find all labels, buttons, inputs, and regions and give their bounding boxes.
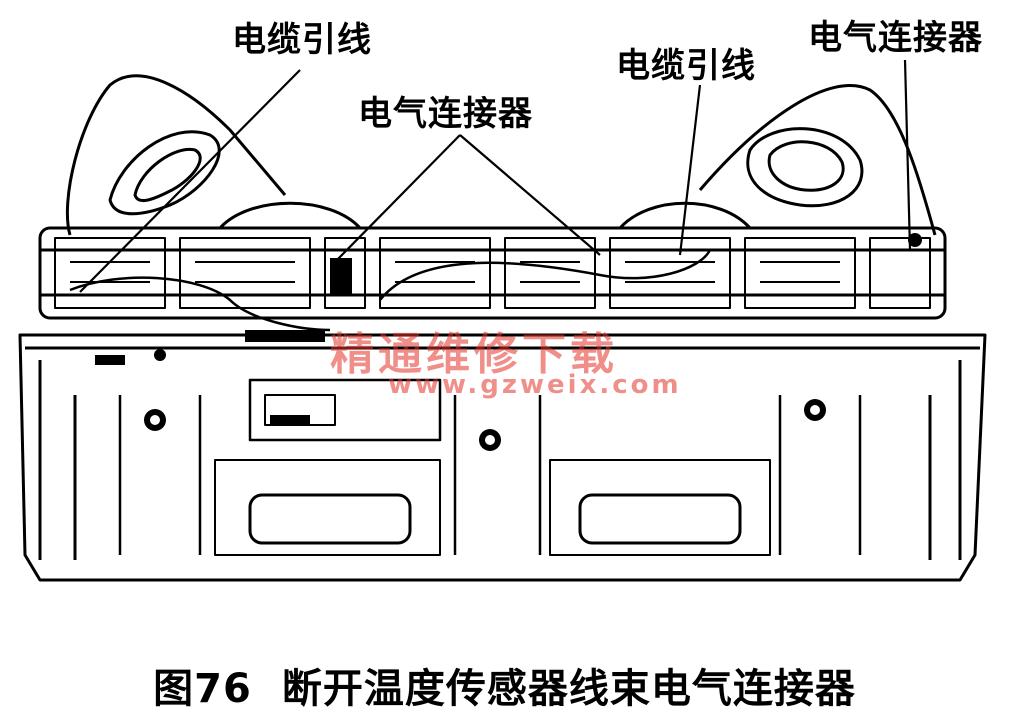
- connector-blocks: [54, 237, 931, 309]
- leader-connector-right: [903, 59, 912, 251]
- watermark-text: 精通维修下载: [330, 329, 618, 380]
- mounting-ribs: [118, 395, 862, 555]
- leader-cable-left: [79, 69, 301, 293]
- watermark-url: www.gzweix.com: [388, 370, 682, 400]
- right-lower-window: [578, 493, 742, 545]
- connector-row-band: [38, 226, 947, 320]
- leader-connector-center-a: [334, 134, 461, 263]
- label-connector-right: 电气连接器: [808, 18, 983, 58]
- figure-number: 图76: [153, 666, 252, 712]
- left-upper-housing: [65, 74, 287, 236]
- left-lower-window: [248, 493, 412, 545]
- lower-housing-rib-left: [38, 360, 77, 560]
- leader-cable-right: [678, 84, 702, 256]
- lower-housing-rib-right: [928, 360, 962, 560]
- leader-lines: [79, 59, 912, 293]
- dark-components: [95, 258, 352, 425]
- left-oval-port-inner: [133, 147, 202, 203]
- leader-connector-center-b: [459, 134, 601, 256]
- caption-text: 断开温度传感器线束电气连接器: [281, 666, 856, 712]
- left-oval-port-outer: [108, 130, 221, 216]
- lower-housing-outline: [18, 333, 987, 582]
- center-control-module: [248, 378, 442, 442]
- right-oval-port-inner: [767, 140, 845, 192]
- label-connector-center: 电气连接器: [358, 94, 533, 134]
- cable-harness-right: [379, 249, 712, 301]
- cable-harness-left: [69, 276, 331, 332]
- figure-caption: 图76 断开温度传感器线束电气连接器: [0, 656, 1009, 714]
- right-oval-port-outer: [746, 127, 864, 208]
- label-cable-lead-right: 电缆引线: [616, 46, 756, 86]
- label-cable-lead-left: 电缆引线: [232, 20, 372, 60]
- right-upper-housing: [698, 84, 937, 236]
- left-blower-arc: [218, 201, 362, 230]
- heater-assembly-drawing: [18, 59, 987, 582]
